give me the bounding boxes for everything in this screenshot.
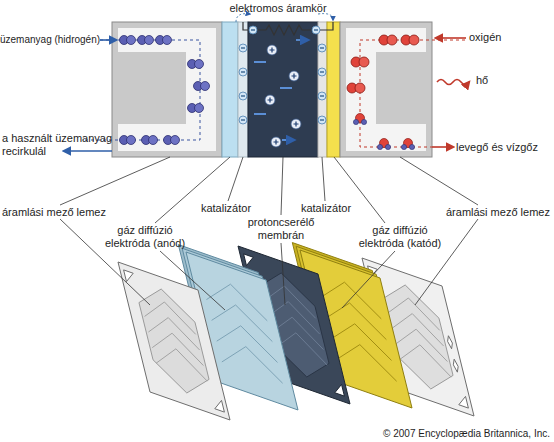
- port-hole: [446, 335, 454, 350]
- part-label: katalizátor: [196, 202, 256, 215]
- part-label: katalizátor: [296, 202, 356, 215]
- heat-label: hő: [476, 74, 516, 87]
- oxygen-molecule: [347, 83, 365, 93]
- electron: [318, 116, 326, 124]
- proton: [291, 119, 301, 129]
- fuel-in-arrow: [100, 39, 116, 41]
- oxygen-in-arrow: [436, 37, 466, 39]
- hydrogen-molecule: [138, 36, 154, 45]
- water-molecule: [401, 139, 414, 150]
- electron: [318, 92, 326, 100]
- electron-flow-arrow: [318, 14, 333, 20]
- electron: [318, 44, 326, 52]
- oxygen-path: [360, 40, 465, 147]
- electron: [239, 44, 247, 52]
- hydrogen-molecule: [142, 136, 158, 145]
- part-label: protoncserélő membrán: [238, 216, 324, 242]
- hydrogen-molecule: [120, 136, 136, 145]
- port-hole: [124, 270, 136, 285]
- water-molecule: [353, 114, 366, 125]
- electron: [312, 26, 320, 34]
- oxygen-molecule: [379, 35, 397, 45]
- fuel-out-arrow: [64, 150, 112, 152]
- proton: [267, 45, 277, 55]
- flow-channels: [139, 293, 207, 381]
- electron: [249, 26, 257, 34]
- hydrogen-molecule: [156, 36, 172, 45]
- port-hole: [456, 393, 468, 408]
- electron: [239, 68, 247, 76]
- exhaust-label: levegő és vízgőz: [456, 141, 554, 154]
- port-hole: [332, 381, 344, 396]
- anode-section: [222, 22, 238, 157]
- circuit-wire: [243, 22, 333, 35]
- heat-arrow: [437, 80, 469, 85]
- oxygen-label: oxigén: [469, 31, 549, 44]
- recirculation-label: a használt üzemanyag recirkulál: [2, 132, 120, 158]
- proton-flow-arrow: [254, 62, 294, 140]
- channel-field: [133, 279, 215, 403]
- port-hole: [212, 397, 224, 412]
- circuit-label: elektromos áramkör: [228, 2, 328, 15]
- leader-line: [228, 157, 243, 201]
- part-label: áramlási mező lemez: [2, 206, 112, 219]
- oxygen-molecule: [351, 57, 369, 67]
- copyright-watermark: © 2007 Encyclopædia Britannica, Inc.: [330, 427, 550, 440]
- hydrogen-molecule: [194, 82, 210, 91]
- port-hole: [244, 254, 256, 269]
- electron-flow-arrow: [236, 14, 250, 22]
- electron: [318, 68, 326, 76]
- proton: [265, 95, 275, 105]
- port-hole: [452, 358, 460, 373]
- fuel-label: üzemanyag (hidrogén): [0, 33, 104, 46]
- membrane-section: [248, 22, 318, 157]
- cathode-section: [327, 22, 340, 157]
- hydrogen-molecule: [188, 60, 204, 69]
- hydrogen-molecule: [188, 104, 204, 113]
- plate-body: [118, 262, 230, 420]
- fuel-path: [84, 40, 200, 140]
- gas-channel: [346, 28, 426, 151]
- part-label: gáz diffúzió elektróda (katód): [350, 224, 450, 250]
- proton: [289, 71, 299, 81]
- hydrogen-molecule: [120, 36, 136, 45]
- flow-plate-section: [340, 22, 432, 157]
- flow-plate-section: [112, 22, 222, 157]
- flow-field-plate: [118, 262, 230, 420]
- leader-line: [322, 157, 325, 201]
- electron: [239, 116, 247, 124]
- plate-rib: [118, 52, 186, 124]
- plate-rib: [376, 52, 426, 124]
- water-molecule: [377, 139, 390, 150]
- oxygen-molecule: [401, 35, 419, 45]
- hydrogen-molecule: [164, 136, 180, 145]
- part-label: gáz diffúzió elektróda (anód): [95, 224, 195, 250]
- catalyst-section: [238, 22, 248, 157]
- exhaust-arrow: [432, 146, 453, 148]
- electron: [239, 92, 247, 100]
- catalyst-section: [318, 22, 327, 157]
- proton: [271, 137, 281, 147]
- part-label: áramlási mező lemez: [446, 206, 554, 219]
- proton-flow-arrow: [296, 39, 308, 41]
- gas-channel: [118, 28, 216, 151]
